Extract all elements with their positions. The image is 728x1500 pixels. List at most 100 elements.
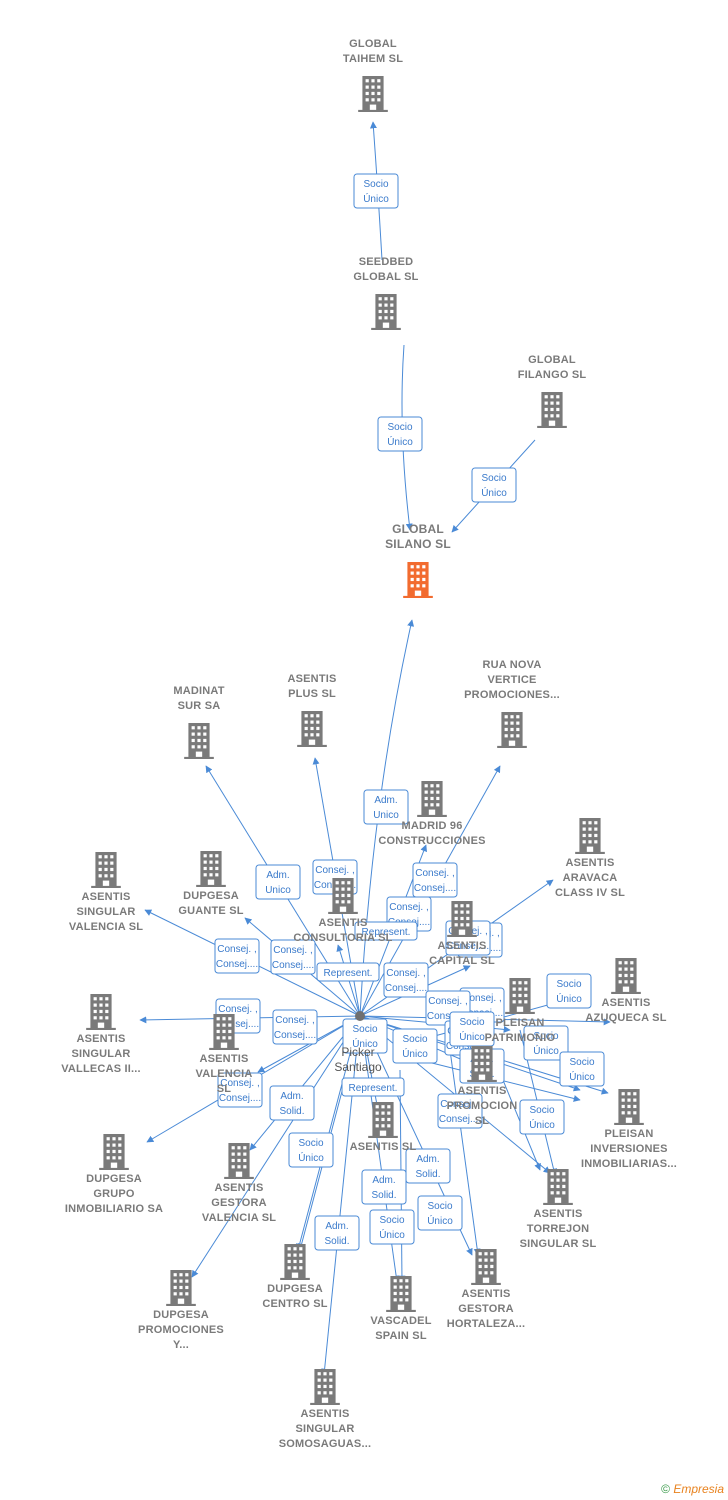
edge-label[interactable]: Consej. ,Consej.... — [270, 939, 316, 975]
edge-label-text: Consej.... — [217, 1019, 259, 1030]
edge-label[interactable]: Consej. ,Consej.... — [214, 938, 260, 974]
edge-label[interactable]: Adm.Solid. — [361, 1169, 407, 1205]
edge-label[interactable]: Consej. ,Consej.... — [412, 862, 458, 898]
edge-label[interactable]: Consej. ,Consej.... — [217, 1072, 263, 1108]
edge-label[interactable]: Adm.Unico — [255, 864, 301, 900]
company-name-line: INMOBILIARIO SA — [65, 1203, 163, 1215]
edge-label-text: Adm. — [266, 870, 289, 881]
edge-label[interactable]: Adm.Unico — [363, 789, 409, 825]
edge-label-box — [377, 416, 423, 452]
company-node-asentis_sl[interactable]: ASENTIS SL — [350, 1102, 417, 1153]
edge-label[interactable]: Consej. ,Consej.... — [272, 1009, 318, 1045]
company-node-dupgesa_prom[interactable]: DUPGESAPROMOCIONESY... — [138, 1270, 224, 1351]
edge-label-box — [417, 1195, 463, 1231]
edge-label-box — [437, 1093, 483, 1129]
company-node-somosaguas[interactable]: ASENTISSINGULARSOMOSAGUAS... — [279, 1369, 371, 1450]
company-name-line: Y... — [173, 1339, 189, 1351]
edge-label-box — [383, 962, 429, 998]
copyright-mark: © — [661, 1482, 670, 1496]
edge-label-box — [392, 1028, 438, 1064]
company-node-rua_nova[interactable]: RUA NOVAVERTICEPROMOCIONES... — [464, 659, 560, 748]
company-name-line: DUPGESA — [267, 1283, 323, 1295]
edge-label[interactable]: Represent. — [341, 1077, 405, 1097]
edge-label-text: Adm. — [280, 1091, 303, 1102]
company-name-line: CAPITAL SL — [429, 955, 495, 967]
building-icon — [91, 852, 121, 888]
company-node-pleisan_inv[interactable]: PLEISANINVERSIONESINMOBILIARIAS... — [581, 1089, 677, 1170]
edge-label[interactable]: Consej. , Consej.... — [383, 962, 429, 998]
company-name-line: GRUPO — [93, 1188, 135, 1200]
building-icon — [310, 1369, 340, 1405]
building-icon — [575, 818, 605, 854]
edge-label[interactable]: Adm.Solid. — [314, 1215, 360, 1251]
edge-label[interactable]: Represent. — [316, 962, 380, 982]
company-name-line: DUPGESA — [183, 890, 239, 902]
edge-label-box — [214, 938, 260, 974]
person-icon — [355, 1011, 365, 1021]
edge-label-box — [342, 1018, 388, 1054]
edge-label-text: Consej. , — [386, 968, 425, 979]
edge-label[interactable]: Consej. ,Consej.... — [437, 1093, 483, 1129]
edge-arrow — [321, 1015, 361, 1376]
building-icon — [368, 1102, 398, 1138]
edge-label[interactable]: Represent. — [354, 921, 418, 941]
edge-label[interactable]: Adm. Solid. — [269, 1085, 315, 1121]
company-name-line: GESTORA — [458, 1303, 514, 1315]
building-icon — [386, 1276, 416, 1312]
company-name-line: ASENTIS — [533, 1208, 582, 1220]
edge-label-text: Adm. — [325, 1221, 348, 1232]
company-name-line: PROMOCIONES... — [464, 689, 560, 701]
edge-label-text: Único — [379, 1228, 405, 1241]
edge-label-text: Represent. — [349, 1083, 398, 1094]
edge-label-text: Solid. — [279, 1106, 304, 1117]
company-name-line: ASENTIS — [601, 997, 650, 1009]
edge-label[interactable]: Adm.Solid. — [405, 1148, 451, 1184]
company-node-hortaleza[interactable]: ASENTISGESTORAHORTALEZA... — [447, 1249, 526, 1330]
edge-label-text: Consej. , — [428, 996, 467, 1007]
company-name-line: HORTALEZA... — [447, 1318, 526, 1330]
company-name-line: CLASS IV SL — [555, 887, 625, 899]
edge-label-text: Consej. , — [315, 865, 354, 876]
edge-label-text: Consej.... — [385, 983, 427, 994]
edge-label-text: Socio — [379, 1215, 404, 1226]
edge-label-box — [405, 1148, 451, 1184]
company-name-line: SUR SA — [178, 700, 221, 712]
company-name-line: ASENTIS — [81, 891, 130, 903]
